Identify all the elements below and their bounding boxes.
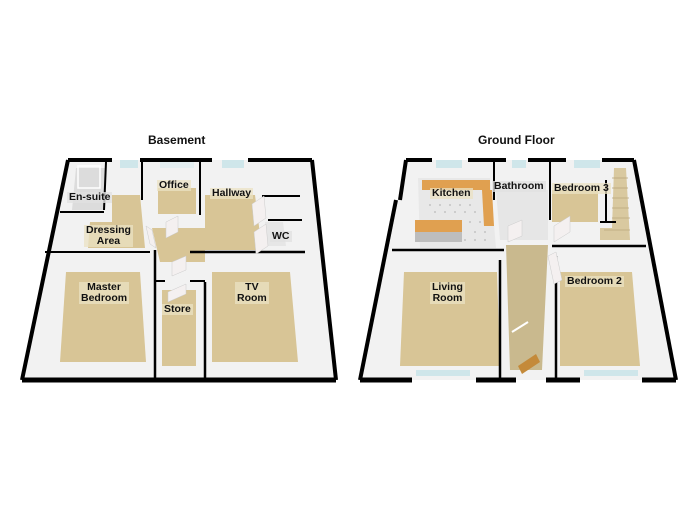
room-label-bedroom-3: Bedroom 3 — [552, 182, 611, 194]
basement-floor-plan: Basement — [20, 133, 338, 383]
room-label-living-room: Living Room — [430, 282, 465, 304]
room-label-living-line1: Living — [432, 281, 463, 293]
room-label-wc: WC — [270, 230, 292, 242]
room-label-tv-line1: TV — [245, 281, 259, 293]
room-label-kitchen: Kitchen — [430, 187, 473, 199]
basement-title: Basement — [148, 133, 206, 147]
room-label-tv-line2: Room — [237, 292, 267, 304]
room-label-bedroom-2: Bedroom 2 — [565, 275, 624, 287]
room-label-dressing-area: Dressing Area — [84, 225, 133, 247]
room-label-en-suite: En-suite — [67, 191, 113, 203]
room-label-tv-room: TV Room — [235, 282, 269, 304]
room-label-dressing-line1: Dressing — [86, 224, 131, 236]
room-label-dressing-line2: Area — [96, 235, 121, 247]
room-label-living-line2: Room — [432, 292, 463, 304]
room-label-master-line2: Bedroom — [81, 292, 128, 304]
ground-floor-title: Ground Floor — [478, 133, 555, 147]
room-label-store: Store — [162, 303, 193, 315]
room-label-master-line1: Master — [87, 281, 121, 293]
room-label-master-bedroom: Master Bedroom — [79, 281, 130, 304]
room-label-bathroom: Bathroom — [492, 180, 546, 192]
room-label-hallway: Hallway — [210, 187, 254, 199]
room-label-office: Office — [157, 179, 191, 191]
